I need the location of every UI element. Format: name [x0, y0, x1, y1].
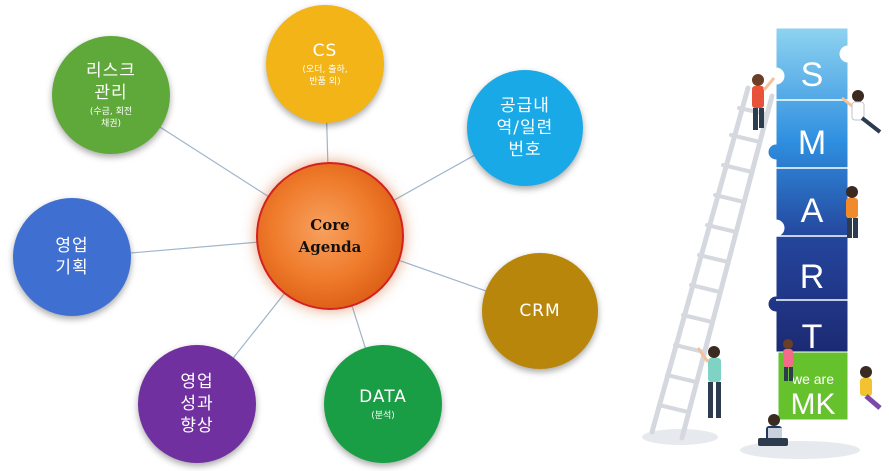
node-cs-title: CS: [312, 41, 338, 61]
core-line-1: Core: [310, 216, 350, 234]
node-risk-line-1: 리스크: [86, 61, 136, 81]
smart-puzzle-illustration: S M A R T we are MK: [642, 27, 882, 459]
node-crm: CRM: [482, 253, 598, 369]
node-risk-management: 리스크 관리 (수금, 회전 채권): [52, 36, 170, 154]
person-right-middle-icon: [846, 186, 858, 238]
node-cs: CS (오더, 출하, 반품 외): [266, 5, 384, 123]
node-data: DATA (분석): [324, 345, 442, 463]
node-plan-line-2: 기획: [55, 258, 89, 278]
node-perf-line-2: 성과: [180, 394, 214, 414]
node-sales-performance: 영업 성과 향상: [138, 345, 256, 463]
person-with-laptop-icon: [758, 414, 788, 446]
person-pointing-icon: [783, 339, 793, 381]
node-perf-line-1: 영업: [180, 372, 214, 392]
node-risk-sub-1: (수금, 회전: [89, 107, 133, 117]
badge-line-2: MK: [791, 388, 836, 421]
core-agenda-circle: Core Agenda: [256, 162, 404, 310]
node-supply-line-2: 역/일련: [496, 118, 554, 138]
person-sitting-right-icon: [860, 366, 882, 410]
smart-letter-r: R: [800, 258, 825, 296]
node-cs-sub-1: (오더, 출하,: [302, 65, 348, 75]
node-data-title: DATA: [359, 387, 407, 407]
node-supply: 공급내 역/일련 번호: [467, 70, 583, 186]
smart-letter-s: S: [801, 56, 824, 94]
puzzle-letters: S M A R T we are MK: [791, 56, 836, 421]
person-top-right-icon: [841, 90, 882, 134]
node-risk-line-2: 관리: [94, 83, 128, 103]
person-on-ladder-top-icon: [752, 74, 776, 130]
smart-letter-a: A: [801, 192, 824, 230]
node-crm-title: CRM: [519, 301, 561, 321]
smart-letter-t: T: [802, 318, 823, 356]
smart-letter-m: M: [798, 124, 826, 162]
node-risk-sub-2: 채권): [100, 119, 122, 129]
node-supply-line-3: 번호: [508, 140, 542, 160]
core-line-2: Agenda: [298, 238, 362, 256]
badge-line-1: we are: [791, 371, 834, 387]
node-sales-planning: 영업 기획: [13, 198, 131, 316]
node-supply-line-1: 공급내: [500, 96, 550, 116]
node-data-sub: (분석): [371, 411, 395, 421]
node-perf-line-3: 향상: [180, 416, 214, 436]
node-plan-line-1: 영업: [55, 236, 89, 256]
ladder-icon: [649, 85, 775, 441]
person-bottom-ladder-icon: [696, 346, 721, 418]
node-cs-sub-2: 반품 외): [309, 77, 341, 87]
